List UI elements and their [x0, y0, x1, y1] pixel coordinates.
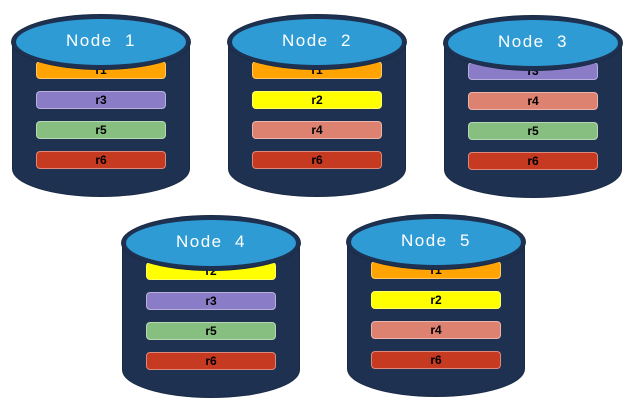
replica-label: r1 — [95, 63, 107, 77]
node-title: Node 2 — [281, 31, 353, 50]
replica-label: r1 — [430, 263, 442, 277]
replica-list: r2 r3 r5 r6 — [146, 262, 276, 382]
cylinder-top: Node 3 — [444, 16, 622, 70]
replica-label: r5 — [95, 123, 107, 137]
node-3-cylinder: r3 r4 r5 r6 Node 3 — [444, 16, 622, 198]
node-5-cylinder: r1 r2 r4 r6 Node 5 — [347, 215, 525, 397]
replica-label: r6 — [95, 153, 107, 167]
replica-bar: r6 — [468, 152, 598, 170]
node-2-cylinder: r1 r2 r4 r6 Node 2 — [228, 15, 406, 197]
replica-bar: r4 — [252, 121, 382, 139]
replica-list: r3 r4 r5 r6 — [468, 62, 598, 182]
replica-bar: r6 — [371, 351, 501, 369]
replica-bar: r6 — [36, 151, 166, 169]
replica-bar: r4 — [468, 92, 598, 110]
replica-label: r6 — [311, 153, 323, 167]
replica-bar: r3 — [146, 292, 276, 310]
cylinder-top: Node 1 — [12, 15, 190, 69]
replica-list: r1 r2 r4 r6 — [371, 261, 501, 381]
replica-bar: r4 — [371, 321, 501, 339]
replica-bar: r2 — [252, 91, 382, 109]
node-title: Node 4 — [175, 232, 247, 251]
replica-bar: r6 — [146, 352, 276, 370]
cylinder-top: Node 5 — [347, 215, 525, 269]
replica-bar: r6 — [252, 151, 382, 169]
replica-label: r3 — [95, 93, 107, 107]
node-title: Node 3 — [497, 32, 569, 51]
replica-label: r1 — [311, 63, 323, 77]
node-4-cylinder: r2 r3 r5 r6 Node 4 — [122, 216, 300, 398]
node-title: Node 1 — [65, 31, 137, 50]
replica-label: r6 — [430, 353, 442, 367]
replica-label: r2 — [205, 264, 217, 278]
replica-label: r2 — [430, 293, 442, 307]
replica-label: r5 — [527, 124, 539, 138]
replica-bar: r2 — [371, 291, 501, 309]
cylinder-top: Node 2 — [228, 15, 406, 69]
replica-bar: r5 — [468, 122, 598, 140]
replica-label: r3 — [205, 294, 217, 308]
replica-bar: r3 — [36, 91, 166, 109]
node-1-cylinder: r1 r3 r5 r6 Node 1 — [12, 15, 190, 197]
replica-label: r3 — [527, 64, 539, 78]
replica-label: r4 — [430, 323, 442, 337]
cylinder-top: Node 4 — [122, 216, 300, 270]
replica-bar: r5 — [36, 121, 166, 139]
replica-label: r5 — [205, 324, 217, 338]
node-title: Node 5 — [400, 231, 472, 250]
replica-bar: r5 — [146, 322, 276, 340]
replica-label: r6 — [527, 154, 539, 168]
replica-label: r4 — [311, 123, 323, 137]
replica-label: r4 — [527, 94, 539, 108]
replica-label: r2 — [311, 93, 323, 107]
replica-label: r6 — [205, 354, 217, 368]
replica-list: r1 r3 r5 r6 — [36, 61, 166, 181]
replica-list: r1 r2 r4 r6 — [252, 61, 382, 181]
